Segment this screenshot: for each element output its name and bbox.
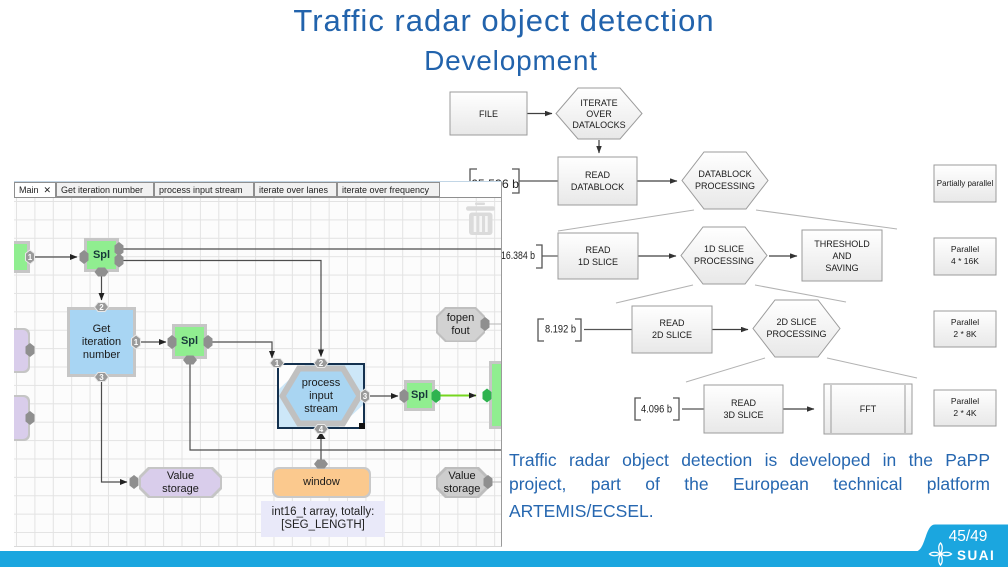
svg-text:FFT: FFT (860, 404, 877, 414)
svg-text:8.192 b: 8.192 b (545, 324, 576, 336)
svg-text:SUAI: SUAI (957, 548, 995, 563)
svg-text:FILE: FILE (479, 109, 498, 119)
svg-text:16.384 b: 16.384 b (501, 250, 535, 262)
svg-text:Partially parallel: Partially parallel (937, 179, 994, 188)
svg-text:45/49: 45/49 (949, 528, 988, 545)
svg-text:4.096 b: 4.096 b (641, 404, 672, 416)
